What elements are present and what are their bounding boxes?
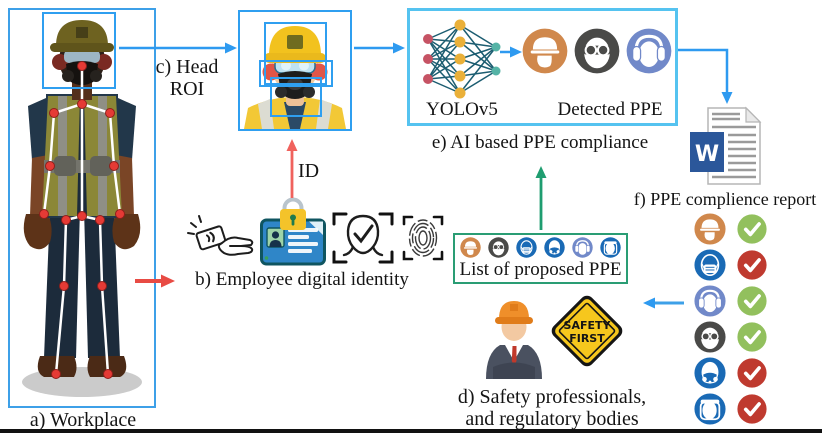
head-roi-illustration	[244, 22, 346, 129]
face-mask-icon	[516, 237, 537, 258]
report-row	[694, 248, 767, 281]
workplace-worker-illustration	[22, 20, 142, 397]
pose-keypoints	[39, 61, 125, 379]
pass-check-icon	[737, 285, 767, 316]
ai-compliance-label: e) AI based PPE compliance	[431, 132, 649, 153]
report-row	[694, 284, 767, 317]
report-row	[694, 212, 767, 245]
safety-professional-icon	[486, 301, 542, 379]
employee-identity-label: b) Employee digital identity	[195, 269, 409, 290]
head-roi-box	[238, 10, 352, 131]
ear-protection-icon	[572, 237, 593, 258]
ear-protection-icon	[694, 284, 726, 317]
respirator-icon	[694, 356, 726, 389]
face-shield-icon	[600, 237, 621, 258]
word-document-icon: W	[690, 106, 762, 185]
report-rows	[694, 212, 767, 425]
proposed-ppe-label: List of proposed PPE	[459, 259, 622, 280]
pass-check-icon	[737, 321, 767, 352]
mask-bounding-box	[270, 77, 322, 117]
helmet-bounding-box	[264, 22, 327, 85]
contactless-card-icon	[187, 215, 254, 256]
workplace-box	[8, 8, 156, 408]
report-row	[694, 392, 767, 425]
hard-hat-icon	[460, 237, 481, 258]
yolov5-network-graphic	[423, 19, 501, 99]
fail-check-icon	[737, 357, 767, 388]
report-row	[694, 320, 767, 353]
head-bounding-box	[42, 12, 116, 89]
hard-hat-icon	[694, 212, 726, 245]
ai-to-report-arrow	[678, 48, 733, 104]
report-row	[694, 356, 767, 389]
yolo-label: YOLOv5	[426, 99, 498, 120]
face-shield-icon	[694, 392, 726, 425]
fail-check-icon	[737, 393, 767, 424]
fingerprint-icon	[402, 215, 444, 261]
detected-ppe-icons	[522, 28, 672, 74]
proposed-ppe-box	[453, 233, 628, 284]
goggles-bounding-box	[259, 60, 333, 87]
id-card-icon	[260, 197, 326, 266]
safety-first-sign: SAFETY FIRST	[551, 295, 623, 367]
face-mask-icon	[694, 248, 726, 281]
workplace-label: a) Workplace	[29, 409, 137, 431]
face-scan-icon	[332, 212, 394, 264]
goggles-icon	[574, 28, 620, 74]
hard-hat-icon	[522, 28, 568, 74]
proposed-ppe-icons	[460, 237, 621, 258]
respirator-icon	[544, 237, 565, 258]
id-label: ID	[298, 160, 320, 182]
safety-bodies-label: d) Safety professionals,and regulatory b…	[457, 386, 647, 430]
report-label: f) PPE complience report	[633, 189, 817, 209]
sign-text-2: FIRST	[569, 332, 605, 345]
detected-ppe-label: Detected PPE	[557, 99, 663, 120]
goggles-icon	[488, 237, 509, 258]
sign-text-1: SAFETY	[564, 319, 612, 332]
padlock-icon	[280, 197, 306, 230]
goggles-icon	[694, 320, 726, 353]
word-letter: W	[695, 142, 719, 167]
ear-protection-icon	[626, 28, 672, 74]
fail-check-icon	[737, 249, 767, 280]
bottom-border	[0, 429, 822, 433]
pass-check-icon	[737, 213, 767, 244]
